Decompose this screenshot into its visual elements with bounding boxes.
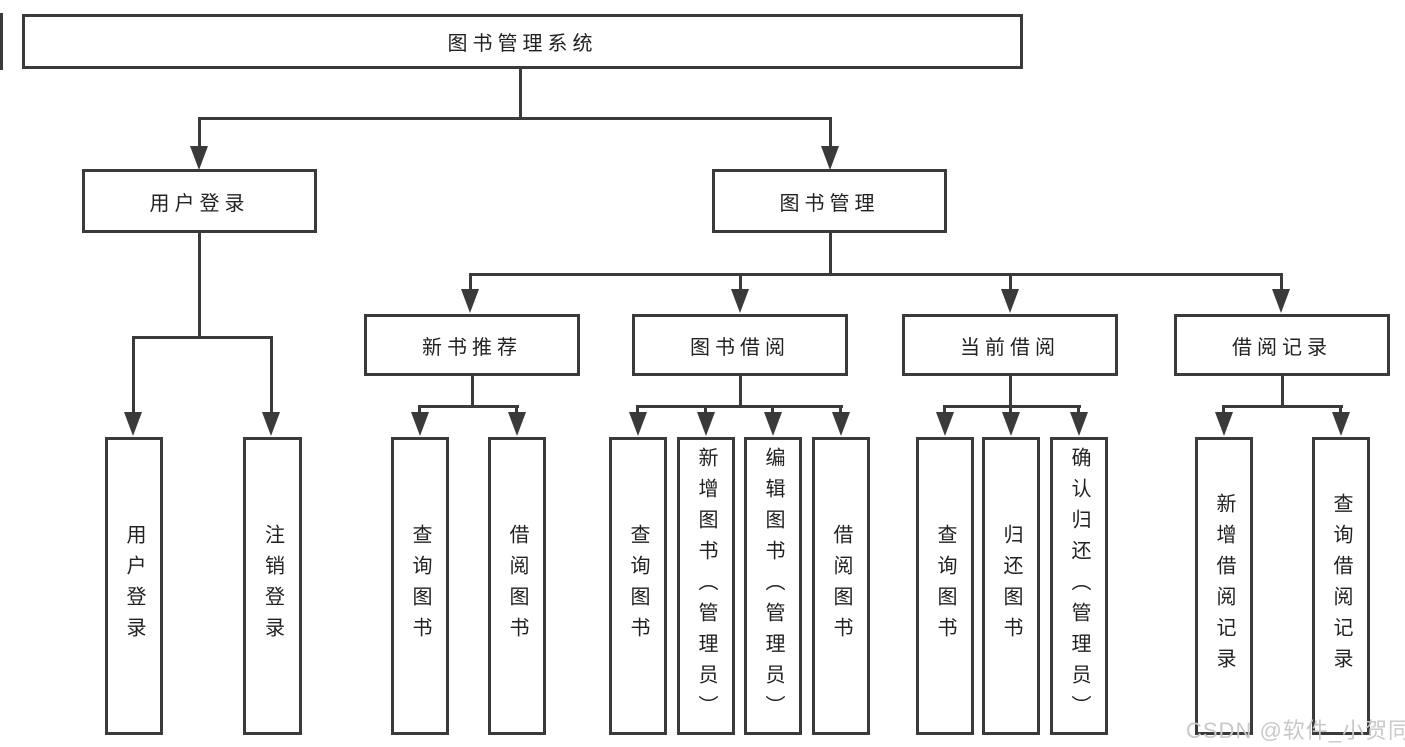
edge-to-leaf-user-login xyxy=(132,336,135,414)
leaf-add-borrow-record: 新增借阅记录 xyxy=(1195,437,1253,735)
node-label: 图书借阅 xyxy=(690,336,790,359)
edge-to-leaf-logout xyxy=(270,336,273,414)
edge-level3-bus xyxy=(469,273,1283,276)
arrowhead-nb-leaf1 xyxy=(411,412,429,436)
edge-nb-bus xyxy=(418,405,519,408)
edge-bb-leaf4 xyxy=(839,405,842,414)
edge-br-bus xyxy=(1223,405,1343,408)
arrowhead-bb-leaf3 xyxy=(764,412,782,436)
node-label: 用户登录 xyxy=(123,524,145,648)
leaf-confirm-return-admin: 确认归还（管理员） xyxy=(1050,437,1108,735)
edge-br-leaf1 xyxy=(1222,405,1225,414)
arrowhead-bb-leaf1 xyxy=(629,412,647,436)
edge-nb-leaf1 xyxy=(418,405,421,414)
arrowhead-cb-leaf2 xyxy=(1002,412,1020,436)
arrowhead-bb-leaf2 xyxy=(697,412,715,436)
edge-root-stem xyxy=(519,69,522,117)
edge-user-login-stem xyxy=(198,233,201,336)
edge-level2-bus xyxy=(198,117,832,120)
arrowhead-current-borrowing xyxy=(1001,289,1019,313)
leaf-query-borrow-record: 查询借阅记录 xyxy=(1312,437,1370,735)
arrowhead-borrowing-records xyxy=(1272,289,1290,313)
edge-to-current-borrowing xyxy=(1009,273,1012,291)
node-label: 借阅图书 xyxy=(506,524,528,648)
arrowhead-cb-leaf3 xyxy=(1070,412,1088,436)
node-new-book-recommend: 新书推荐 xyxy=(364,314,580,376)
arrowhead-leaf-logout xyxy=(262,412,280,436)
edge-to-book-management xyxy=(829,117,832,147)
edge-to-new-book-recommend xyxy=(469,273,472,291)
edge-bb-stem xyxy=(739,376,742,405)
node-label: 借阅记录 xyxy=(1232,336,1332,359)
arrowhead-cb-leaf1 xyxy=(936,412,954,436)
node-label: 编辑图书（管理员） xyxy=(762,446,784,726)
leaf-borrow-books-borrowing: 借阅图书 xyxy=(812,437,870,735)
node-label: 确认归还（管理员） xyxy=(1068,446,1090,726)
node-current-borrowing: 当前借阅 xyxy=(902,314,1118,376)
node-borrowing-records: 借阅记录 xyxy=(1174,314,1390,376)
node-label: 新增借阅记录 xyxy=(1213,493,1235,679)
edge-nb-leaf2 xyxy=(515,405,518,414)
arrowhead-leaf-user-login xyxy=(124,412,142,436)
node-label: 查询图书 xyxy=(627,524,649,648)
arrowhead-br-leaf1 xyxy=(1215,412,1233,436)
node-label: 查询图书 xyxy=(409,524,431,648)
edge-user-login-bus xyxy=(132,336,273,339)
edge-bb-leaf3 xyxy=(771,405,774,414)
node-label: 新书推荐 xyxy=(422,336,522,359)
node-book-management: 图书管理 xyxy=(712,169,947,233)
arrowhead-user-login xyxy=(190,146,208,170)
edge-cb-leaf3 xyxy=(1077,405,1080,414)
leaf-query-books-current: 查询图书 xyxy=(916,437,974,735)
leaf-user-login: 用户登录 xyxy=(105,437,163,735)
leaf-query-books-borrowing: 查询图书 xyxy=(609,437,667,735)
arrowhead-new-book-recommend xyxy=(461,289,479,313)
node-label: 查询借阅记录 xyxy=(1330,493,1352,679)
node-label: 新增图书（管理员） xyxy=(695,446,717,726)
leaf-borrow-books-recommend: 借阅图书 xyxy=(488,437,546,735)
arrowhead-nb-leaf2 xyxy=(508,412,526,436)
edge-cb-bus xyxy=(944,405,1081,408)
arrowhead-book-management xyxy=(821,146,839,170)
node-label: 当前借阅 xyxy=(960,336,1060,359)
edge-bb-leaf1 xyxy=(636,405,639,414)
leaf-query-books-recommend: 查询图书 xyxy=(391,437,449,735)
node-label: 查询图书 xyxy=(934,524,956,648)
edge-cb-stem xyxy=(1009,376,1012,405)
leaf-return-books: 归还图书 xyxy=(982,437,1040,735)
clipped-edge-artifact xyxy=(0,13,3,70)
edge-cb-leaf2 xyxy=(1009,405,1012,414)
arrowhead-book-borrowing xyxy=(731,289,749,313)
node-label: 图书管理 xyxy=(779,192,880,215)
node-label: 借阅图书 xyxy=(830,524,852,648)
csdn-watermark: CSDN @软件_小贺同学 xyxy=(1186,718,1405,743)
leaf-add-book-admin: 新增图书（管理员） xyxy=(677,437,735,735)
edge-nb-stem xyxy=(471,376,474,405)
edge-to-user-login xyxy=(198,117,201,147)
edge-to-book-borrowing xyxy=(739,273,742,291)
node-library-system: 图书管理系统 xyxy=(22,14,1023,69)
edge-br-stem xyxy=(1281,376,1284,405)
edge-to-borrowing-records xyxy=(1280,273,1283,291)
arrowhead-br-leaf2 xyxy=(1332,412,1350,436)
node-book-borrowing: 图书借阅 xyxy=(632,314,848,376)
arrowhead-bb-leaf4 xyxy=(832,412,850,436)
edge-br-leaf2 xyxy=(1339,405,1342,414)
edge-bb-bus xyxy=(636,405,843,408)
leaf-edit-book-admin: 编辑图书（管理员） xyxy=(744,437,802,735)
node-label: 用户登录 xyxy=(149,192,250,215)
edge-cb-leaf1 xyxy=(943,405,946,414)
edge-book-mgmt-stem xyxy=(829,233,832,273)
leaf-logout-login: 注销登录 xyxy=(243,437,302,735)
edge-bb-leaf2 xyxy=(704,405,707,414)
node-label: 归还图书 xyxy=(1000,524,1022,648)
node-user-login: 用户登录 xyxy=(82,169,317,233)
node-label: 注销登录 xyxy=(261,524,284,648)
node-label: 图书管理系统 xyxy=(447,33,598,55)
